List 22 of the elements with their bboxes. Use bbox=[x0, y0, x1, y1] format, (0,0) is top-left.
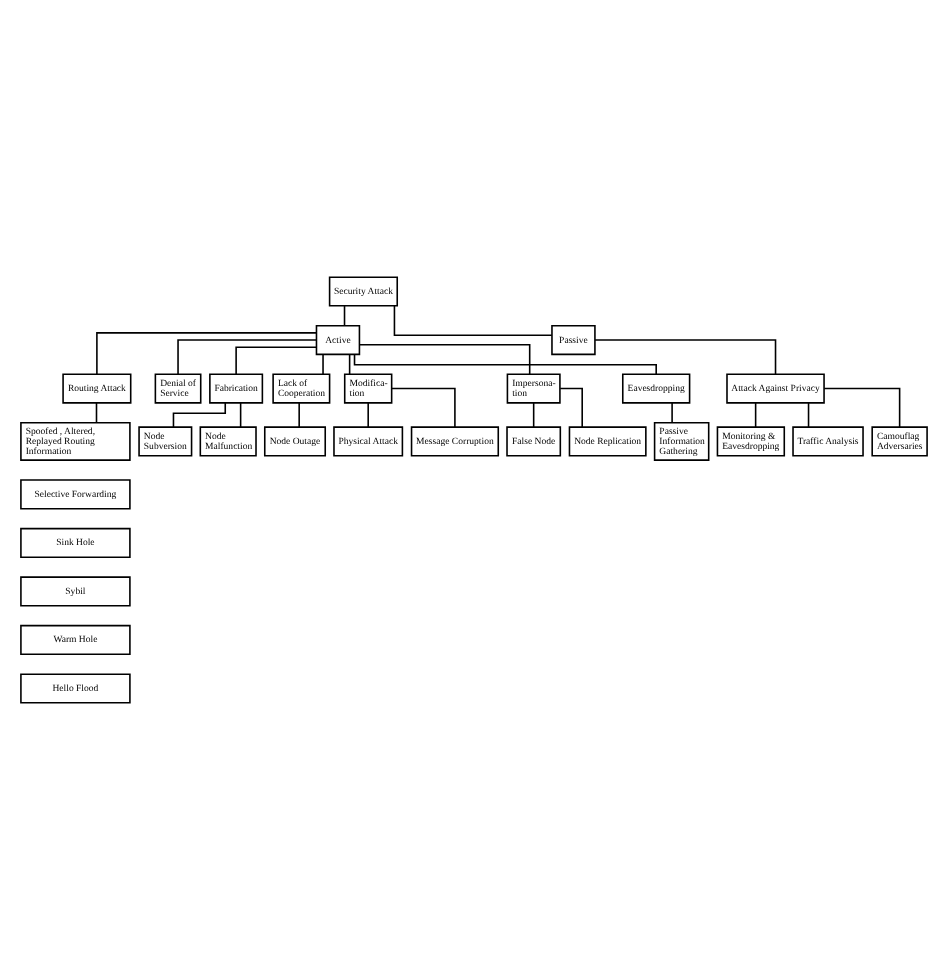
connector bbox=[367, 401, 369, 427]
connector bbox=[807, 401, 810, 427]
connector bbox=[559, 386, 583, 427]
connector bbox=[177, 338, 318, 374]
connector bbox=[754, 401, 757, 427]
connector bbox=[95, 401, 98, 423]
connector bbox=[239, 401, 242, 427]
connector bbox=[348, 352, 351, 374]
connector bbox=[96, 331, 318, 374]
connector bbox=[671, 401, 673, 423]
connector bbox=[235, 345, 318, 374]
connector bbox=[594, 338, 777, 374]
connector bbox=[393, 304, 553, 336]
connector bbox=[823, 386, 901, 427]
connector bbox=[358, 343, 531, 375]
connector bbox=[298, 401, 300, 427]
connector bbox=[353, 352, 657, 374]
connector bbox=[322, 352, 324, 374]
connector bbox=[172, 401, 227, 427]
connector bbox=[532, 401, 535, 427]
connector bbox=[391, 386, 456, 427]
connector bbox=[343, 304, 346, 326]
